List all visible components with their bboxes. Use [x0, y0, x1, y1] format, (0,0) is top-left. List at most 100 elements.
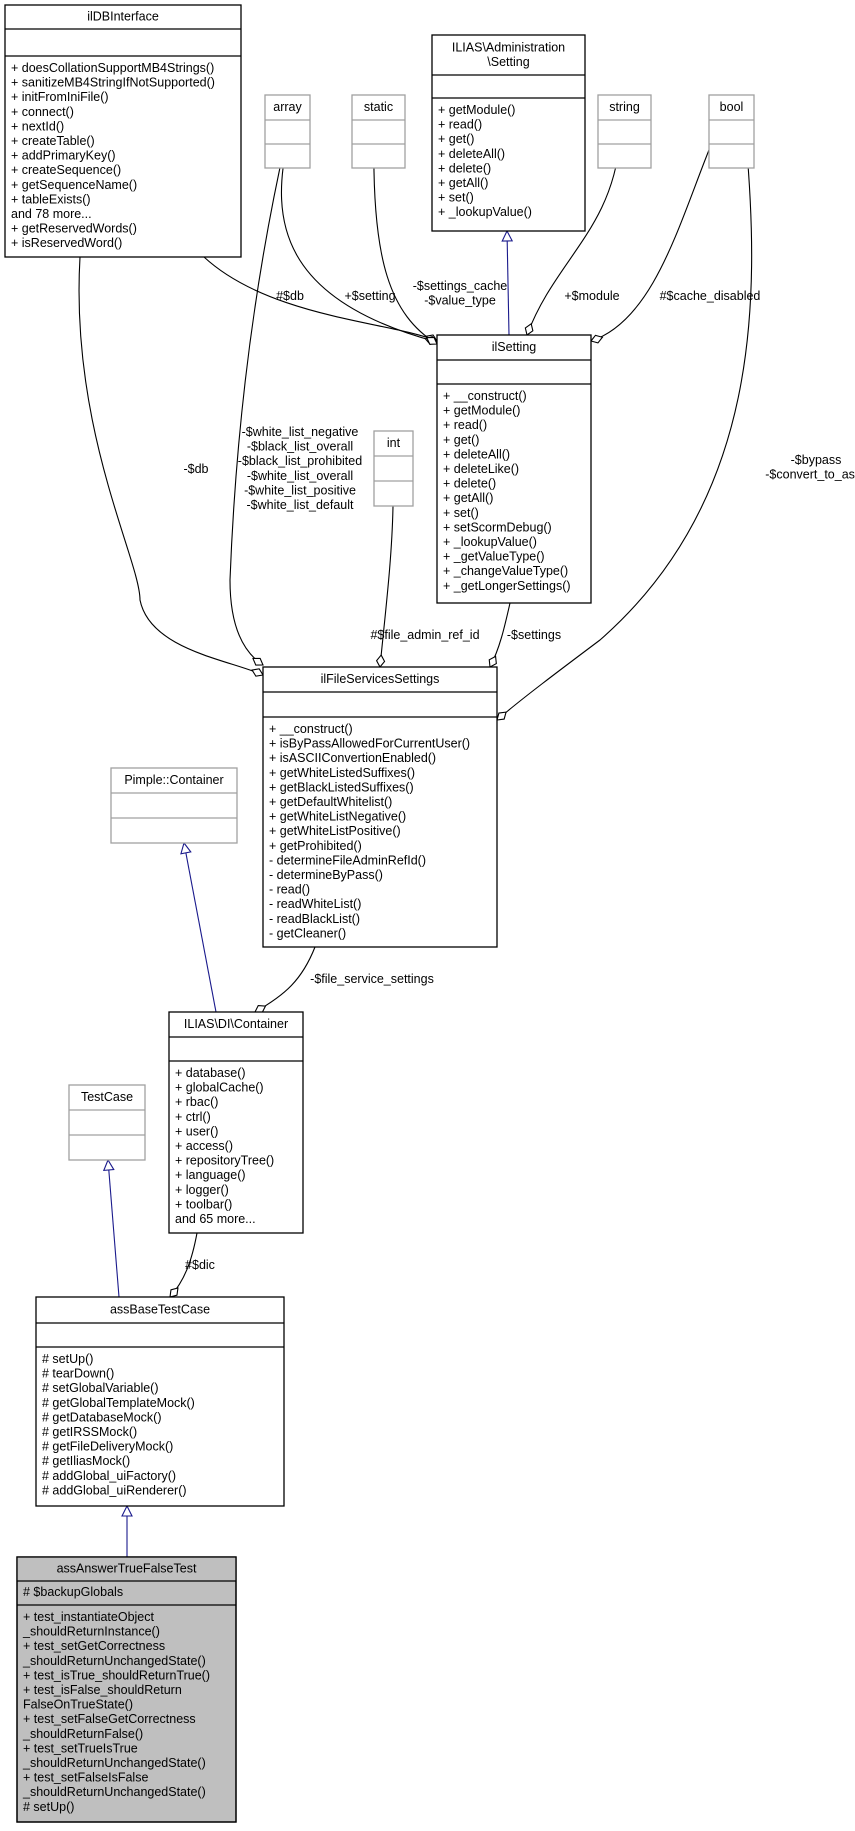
class-operation: + test_instantiateObject	[23, 1610, 155, 1624]
class-box-testcase[interactable]: TestCase	[68, 1084, 146, 1161]
class-box-adminsetting[interactable]: ILIAS\Administration\Setting + getModule(…	[431, 34, 586, 232]
class-frame	[262, 666, 498, 948]
class-frame	[436, 334, 592, 604]
class-operation: + set()	[438, 191, 474, 205]
class-operation: + initFromIniFile()	[11, 90, 109, 104]
class-operation: + get()	[443, 433, 479, 447]
class-operation: + getModule()	[438, 103, 515, 117]
edge-label-line: #$dic	[185, 1258, 215, 1272]
class-operation: + isByPassAllowedForCurrentUser()	[269, 737, 470, 751]
class-title-fill	[17, 1557, 236, 1581]
edge-label-white-lists: -$white_list_negative-$black_list_overal…	[238, 425, 362, 512]
class-operation: # setUp()	[42, 1352, 93, 1366]
class-operation: + logger()	[175, 1183, 229, 1197]
class-title: TestCase	[81, 1090, 133, 1104]
edge-label-line: -$convert_to_ascii	[765, 468, 855, 482]
inheritance-edge-14	[108, 1160, 120, 1298]
edge-label-line: -$db	[183, 462, 208, 476]
edge-label-line: -$white_list_overall	[247, 469, 353, 483]
class-box-assbasetestcase[interactable]: assBaseTestCase# setUp()# tearDown()# se…	[35, 1296, 285, 1507]
class-operation: + ctrl()	[175, 1110, 211, 1124]
class-title: \Setting	[487, 55, 529, 69]
class-box-ildbinterface[interactable]: ilDBInterface+ doesCollationSupportMB4St…	[4, 4, 242, 258]
class-operation: + deleteAll()	[443, 447, 510, 461]
class-operation: + createSequence()	[11, 163, 121, 177]
class-operation: + read()	[443, 418, 487, 432]
class-operation: # getGlobalTemplateMock()	[42, 1396, 195, 1410]
edge-label-line: -$settings_cache	[413, 279, 508, 293]
class-frame	[168, 1011, 304, 1234]
class-frame	[597, 94, 652, 169]
association-edge-1	[203, 256, 438, 343]
class-box-pimple[interactable]: Pimple::Container	[110, 767, 238, 844]
class-frame	[110, 767, 238, 844]
association-edge-11	[488, 602, 511, 668]
class-operation: + isReservedWord()	[11, 236, 122, 250]
class-operation: + getReservedWords()	[11, 222, 137, 236]
class-operation: + repositoryTree()	[175, 1154, 274, 1168]
class-operation: and 65 more...	[175, 1212, 256, 1226]
class-operation: + _lookupValue()	[443, 535, 537, 549]
edge-label-settings-cache: -$settings_cache-$value_type	[413, 279, 508, 308]
class-operation: + set()	[443, 506, 479, 520]
class-operation: # getDatabaseMock()	[42, 1410, 162, 1424]
class-operation: + delete()	[438, 161, 491, 175]
class-frame-outline	[16, 1556, 237, 1823]
class-operation: + tableExists()	[11, 192, 91, 206]
class-operation: + get()	[438, 132, 474, 146]
class-operation: - readBlackList()	[269, 912, 360, 926]
class-operation: + delete()	[443, 477, 496, 491]
edge-label-file-service-settings: -$file_service_settings	[310, 972, 434, 986]
class-operation: + getBlackListedSuffixes()	[269, 780, 414, 794]
class-operation: + test_isFalse_shouldReturn	[23, 1683, 182, 1697]
class-box-dicontainer[interactable]: ILIAS\DI\Container+ database()+ globalCa…	[168, 1011, 304, 1234]
class-frame	[351, 94, 406, 169]
class-operation: + globalCache()	[175, 1081, 264, 1095]
class-box-int[interactable]: int	[373, 430, 414, 507]
class-box-string[interactable]: string	[597, 94, 652, 169]
class-operation: # setUp()	[23, 1800, 74, 1814]
class-title: ilFileServicesSettings	[321, 672, 440, 686]
class-operation: + test_setTrueIsTrue	[23, 1741, 138, 1755]
edge-label-file-admin-ref-id: #$file_admin_ref_id	[370, 628, 479, 642]
edge-label-line: #$file_admin_ref_id	[370, 628, 479, 642]
class-operation: + toolbar()	[175, 1197, 232, 1211]
class-operation: - determineFileAdminRefId()	[269, 853, 426, 867]
class-operation: + isASCIIConvertionEnabled()	[269, 751, 436, 765]
class-operation: + getWhiteListPositive()	[269, 824, 401, 838]
class-operation: _shouldReturnFalse()	[22, 1727, 143, 1741]
class-title: Pimple::Container	[124, 773, 223, 787]
association-edge-10	[375, 505, 394, 668]
class-operation: + database()	[175, 1066, 246, 1080]
class-frame	[373, 430, 414, 507]
class-operation: + __construct()	[443, 389, 527, 403]
class-box-array[interactable]: array	[264, 94, 311, 169]
class-frame	[431, 34, 586, 232]
class-operation: + deleteAll()	[438, 147, 505, 161]
class-operation: + test_isTrue_shouldReturnTrue()	[23, 1668, 210, 1682]
association-edge-6	[590, 139, 714, 344]
class-operation: + _getLongerSettings()	[443, 579, 571, 593]
class-operation: - readWhiteList()	[269, 897, 361, 911]
class-operation: + setScormDebug()	[443, 520, 552, 534]
class-title: ILIAS\Administration	[452, 40, 565, 54]
class-operation: + _getValueType()	[443, 550, 545, 564]
class-operation: + _lookupValue()	[438, 205, 532, 219]
edge-label-bypass: -$bypass-$convert_to_ascii	[765, 453, 855, 482]
class-box-ilfileservicessettings[interactable]: ilFileServicesSettings+ __construct()+ i…	[262, 666, 498, 948]
class-box-bool[interactable]: bool	[708, 94, 755, 169]
association-edge-5	[524, 139, 621, 336]
association-edge-8	[229, 139, 287, 666]
class-box-assanswertruefalsetest[interactable]: assAnswerTrueFalseTest# $backupGlobals+ …	[16, 1556, 237, 1823]
class-frame	[4, 4, 242, 258]
class-operation: + user()	[175, 1124, 218, 1138]
edge-label-db2: -$db	[183, 462, 208, 476]
edge-label-setting: +$setting	[344, 289, 395, 303]
edge-label-module: +$module	[564, 289, 619, 303]
class-box-static[interactable]: static	[351, 94, 406, 169]
edge-label-line: -$file_service_settings	[310, 972, 434, 986]
edge-layer	[78, 139, 753, 1557]
class-operation: + sanitizeMB4StringIfNotSupported()	[11, 76, 215, 90]
class-operation: + deleteLike()	[443, 462, 519, 476]
class-box-ilsetting[interactable]: ilSetting+ __construct()+ getModule()+ r…	[436, 334, 592, 604]
